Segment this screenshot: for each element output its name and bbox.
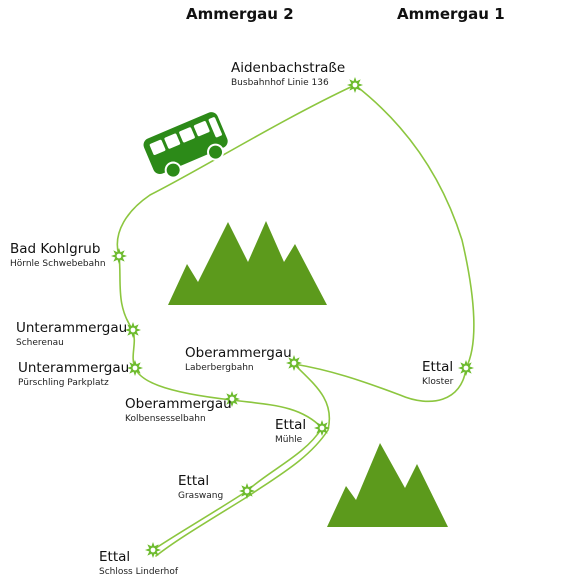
stop-subtitle: Graswang — [178, 490, 224, 501]
stop-center-dot — [150, 547, 156, 553]
stop-subtitle: Laberbergbahn — [185, 362, 254, 373]
route-heading-ammergau2: Ammergau 2 — [186, 5, 294, 23]
stop-name: Oberammergau — [185, 345, 292, 361]
stop-subtitle: Pürschling Parkplatz — [18, 377, 109, 388]
stop-subtitle: Hörnle Schwebebahn — [10, 258, 106, 269]
stop-marker-bad-kohlgrub[interactable] — [111, 248, 127, 264]
stop-center-dot — [229, 396, 235, 402]
stop-subtitle: Kolbensesselbahn — [125, 413, 206, 424]
stop-label-unterammergau-puerschling: Unterammergau Pürschling Parkplatz — [18, 360, 130, 388]
stop-marker-unterammergau-scherenau[interactable] — [125, 322, 141, 338]
stop-name: Aidenbachstraße — [231, 60, 346, 76]
stop-name: Ettal — [178, 473, 210, 489]
stop-marker-oberammergau-laberbergbahn[interactable] — [286, 355, 302, 371]
stop-subtitle: Kloster — [422, 376, 454, 387]
stop-label-oberammergau-laberbergbahn: Oberammergau Laberbergbahn — [185, 345, 292, 373]
stop-subtitle: Busbahnhof Linie 136 — [231, 77, 329, 88]
bus-icon — [143, 112, 228, 179]
mountain-icon — [327, 443, 448, 527]
stop-marker-oberammergau-kolbensesselbahn[interactable] — [224, 391, 240, 407]
stop-name: Unterammergau — [16, 320, 128, 336]
stop-name: Ettal — [422, 359, 454, 375]
stop-name: Ettal — [275, 417, 307, 433]
stop-name: Unterammergau — [18, 360, 130, 376]
route-line-ammergau1 — [155, 84, 475, 557]
stop-marker-unterammergau-puerschling[interactable] — [127, 360, 143, 376]
stop-marker-aidenbachstrasse[interactable] — [347, 77, 363, 93]
stop-name: Oberammergau — [125, 396, 232, 412]
stop-subtitle: Scherenau — [16, 337, 64, 348]
stop-label-unterammergau-scherenau: Unterammergau Scherenau — [16, 320, 128, 348]
stop-center-dot — [463, 365, 469, 371]
stop-label-oberammergau-kolbensesselbahn: Oberammergau Kolbensesselbahn — [125, 396, 232, 424]
stop-marker-ettal-kloster[interactable] — [458, 360, 474, 376]
stop-center-dot — [319, 425, 325, 431]
stop-name: Bad Kohlgrub — [10, 241, 101, 257]
stop-subtitle: Mühle — [275, 434, 303, 445]
stop-center-dot — [244, 488, 250, 494]
stop-subtitle: Schloss Linderhof — [99, 566, 179, 577]
stop-center-dot — [116, 253, 122, 259]
stop-label-ettal-linderhof: Ettal Schloss Linderhof — [99, 549, 179, 577]
stop-center-dot — [130, 327, 136, 333]
stop-marker-ettal-muehle[interactable] — [314, 420, 330, 436]
mountain-icon — [168, 221, 327, 305]
stop-label-aidenbachstrasse: Aidenbachstraße Busbahnhof Linie 136 — [231, 60, 346, 88]
stop-marker-ettal-graswang[interactable] — [239, 483, 255, 499]
stop-center-dot — [132, 365, 138, 371]
stop-label-bad-kohlgrub: Bad Kohlgrub Hörnle Schwebebahn — [10, 241, 106, 269]
stop-label-ettal-muehle: Ettal Mühle — [275, 417, 307, 445]
route-heading-ammergau1: Ammergau 1 — [397, 5, 505, 23]
stop-name: Ettal — [99, 549, 131, 565]
stop-label-ettal-graswang: Ettal Graswang — [178, 473, 224, 501]
stop-center-dot — [352, 82, 358, 88]
stop-marker-ettal-linderhof[interactable] — [145, 542, 161, 558]
stop-label-ettal-kloster: Ettal Kloster — [422, 359, 454, 387]
stop-center-dot — [291, 360, 297, 366]
